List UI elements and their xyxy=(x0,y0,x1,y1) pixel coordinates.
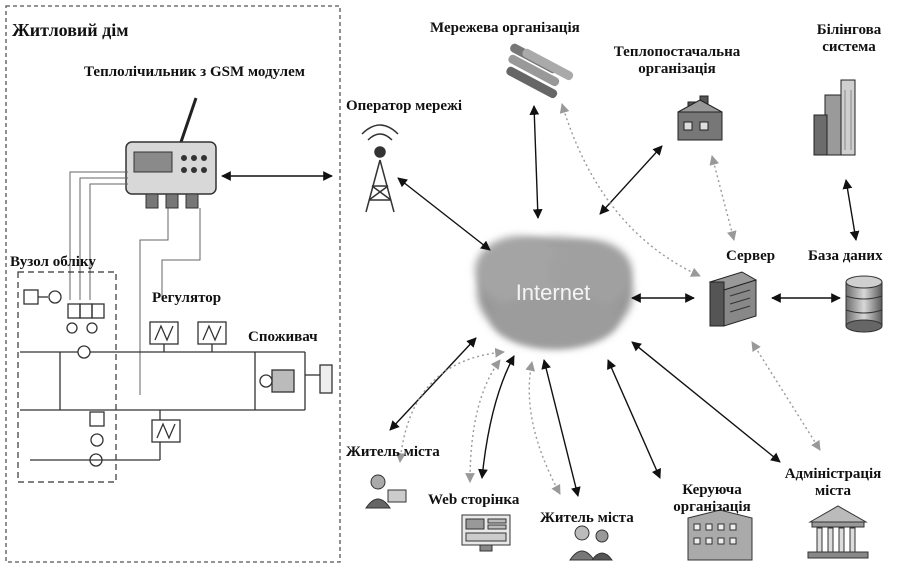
database-label: База даних xyxy=(808,248,883,264)
arrow-admin-internet xyxy=(631,341,781,463)
regulator-label: Регулятор xyxy=(152,290,222,306)
billing-label-line2: система xyxy=(822,39,876,55)
resident-2-label: Житель міста xyxy=(540,510,634,526)
resident-1-icon xyxy=(365,474,407,509)
tower-icon xyxy=(361,124,399,213)
metering-unit-label: Вузол обліку xyxy=(10,254,96,270)
arrow-web-internet xyxy=(478,355,515,479)
administration-label-line2: міста xyxy=(814,483,852,499)
billing-label: Білінгова система xyxy=(808,22,890,56)
managing-org-label: Керуюча організація xyxy=(660,482,764,516)
administration-building-icon xyxy=(807,505,869,559)
server-label: Сервер xyxy=(726,248,776,264)
heat-supply-label-line2: організація xyxy=(638,61,716,77)
house-title: Житловий дім xyxy=(12,20,129,40)
arrow-heat-supply-internet xyxy=(599,145,663,215)
managing-org-label-line2: організація xyxy=(673,499,751,515)
pipes-icon xyxy=(506,43,574,99)
web-page-label: Web сторінка xyxy=(428,492,520,508)
consumer-label: Споживач xyxy=(248,329,318,345)
heat-meter-device xyxy=(125,97,217,209)
resident-1-label: Житель міста xyxy=(346,444,440,460)
internet-cloud: Internet xyxy=(475,236,633,348)
billing-building-icon xyxy=(813,79,856,156)
dashed-arrows xyxy=(395,103,821,495)
billing-label-line1: Білінгова xyxy=(816,22,882,38)
arrow-resident1-internet xyxy=(389,337,477,431)
arrow-resident2-internet xyxy=(541,359,581,497)
resident-2-icon xyxy=(569,525,613,561)
dashed-web-internet xyxy=(465,359,501,483)
heat-supply-label-line1: Теплопостачальна xyxy=(613,44,741,60)
heat-supply-label: Теплопостачальна організація xyxy=(612,44,742,78)
arrow-network-org-internet xyxy=(529,105,543,219)
metering-unit-box xyxy=(17,271,117,483)
factory-icon xyxy=(677,95,723,141)
operator-label: Оператор мережі xyxy=(346,98,463,114)
heating-scheme xyxy=(20,289,333,467)
server-icon xyxy=(708,271,758,327)
heat-meter-label: Теплолічильник з GSM модулем xyxy=(84,64,305,80)
arrow-operator-internet xyxy=(397,177,491,251)
database-icon xyxy=(845,275,883,333)
managing-building-icon xyxy=(687,509,753,561)
dashed-resident1-web xyxy=(395,347,505,463)
meter-wires xyxy=(69,171,201,395)
network-org-label: Мережева організація xyxy=(430,20,580,36)
arrow-managing-internet xyxy=(607,359,661,479)
dashed-admin-server xyxy=(751,341,821,451)
house-frame xyxy=(5,5,341,563)
web-page-icon xyxy=(461,514,511,552)
internet-label: Internet xyxy=(516,280,591,305)
dashed-resident2-internet xyxy=(525,361,561,495)
arrow-billing-database xyxy=(842,179,860,241)
dashed-heat-supply-server xyxy=(709,155,737,241)
dashed-network-org-server xyxy=(559,103,701,277)
managing-org-label-line1: Керуюча xyxy=(682,482,742,498)
administration-label: Адміністрація міста xyxy=(768,466,898,500)
administration-label-line1: Адміністрація xyxy=(784,466,882,482)
